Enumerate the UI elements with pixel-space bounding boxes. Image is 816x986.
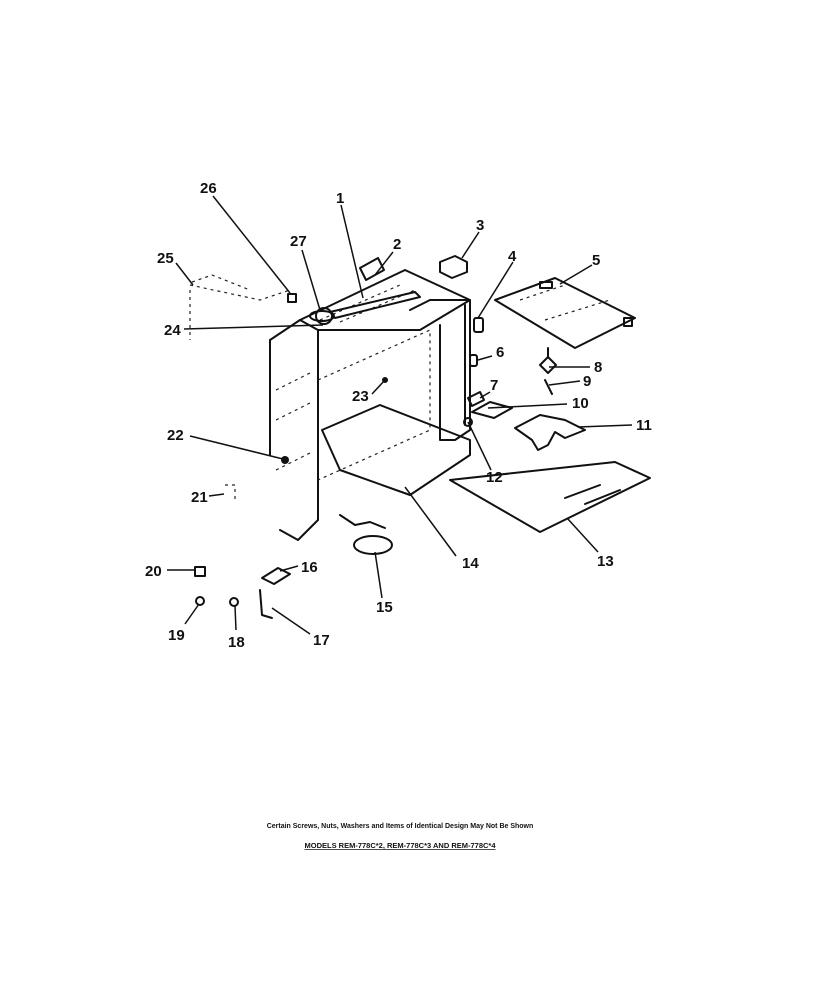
label-part-8: 8 [594,359,602,376]
oven-floor-part-14 [321,404,471,496]
damper-part-11 [514,414,586,451]
leader-13 [566,517,599,553]
label-part-6: 6 [496,344,504,361]
pin-part-12 [463,417,473,427]
leader-17 [271,607,311,635]
hinge-part-26 [287,293,297,303]
label-part-17: 17 [313,632,330,649]
label-part-27: 27 [290,233,307,250]
nut-part-19 [195,596,205,606]
seal-part-15 [339,514,393,555]
label-part-12: 12 [486,469,503,486]
label-part-18: 18 [228,634,245,651]
leader-7 [479,391,491,399]
bracket-part-16 [261,567,291,585]
bracket-part-2 [359,257,385,281]
leader-14 [404,486,457,557]
label-part-15: 15 [376,599,393,616]
bracket-part-3 [439,255,468,279]
label-part-16: 16 [301,559,318,576]
cord-part-1 [329,291,421,319]
leader-18 [234,605,237,631]
label-part-24: 24 [164,322,181,339]
motor-part-27 [309,310,335,322]
label-part-22: 22 [167,427,184,444]
screw-part-20 [194,566,206,577]
nut-part-18 [229,597,239,607]
leader-26 [212,195,291,294]
bracket-part-10 [471,401,513,419]
label-part-13: 13 [597,553,614,570]
leader-25 [175,262,194,286]
label-part-3: 3 [476,217,484,234]
label-part-10: 10 [572,395,589,412]
leader-16 [279,565,299,572]
label-part-7: 7 [490,377,498,394]
base-plate-part-13 [449,461,651,533]
screw-part-22 [281,456,289,464]
part-labels: 1 2 3 4 5 6 7 8 9 10 11 12 13 14 15 16 1… [145,180,652,651]
spring-part-8 [539,347,557,374]
screw-part-21 [225,484,236,500]
label-part-2: 2 [393,236,401,253]
label-part-5: 5 [592,252,600,269]
label-part-4: 4 [508,248,517,265]
clip-part-6 [469,354,478,367]
leader-12 [467,421,492,471]
label-part-23: 23 [352,388,369,405]
label-part-25: 25 [157,250,174,267]
switch-part-4 [473,317,484,333]
pulley-part-24 [315,307,333,325]
leader-2 [374,251,394,276]
plate-part-5 [494,277,636,349]
wire-part-9 [544,379,553,395]
label-part-1: 1 [336,190,344,207]
panel-part-25 [191,274,251,291]
leader-19 [184,603,200,625]
leader-10 [487,403,568,409]
label-part-21: 21 [191,489,208,506]
label-part-14: 14 [462,555,479,572]
label-part-9: 9 [583,373,591,390]
cabinet-frame [189,269,471,541]
clip-part-7 [467,391,485,407]
leader-24 [183,324,324,330]
leader-lines [167,195,633,635]
label-part-26: 26 [200,180,217,197]
label-part-19: 19 [168,627,185,644]
cover-part-17 [259,589,273,619]
leader-21 [208,493,225,497]
leader-11 [577,424,633,428]
leader-23 [371,379,386,395]
footer-note: Certain Screws, Nuts, Washers and Items … [267,823,534,830]
label-part-11: 11 [636,417,652,434]
label-part-20: 20 [145,563,162,580]
footer-models: MODELS REM-778C*2, REM-778C*3 AND REM-77… [304,841,496,850]
leader-6 [477,355,493,361]
leader-15 [374,551,383,599]
leader-3 [461,231,480,259]
leader-5 [559,264,593,285]
leader-22 [189,435,284,460]
leader-9 [548,380,581,386]
leader-27 [301,249,321,311]
leader-1 [340,204,364,299]
leader-4 [477,261,514,319]
